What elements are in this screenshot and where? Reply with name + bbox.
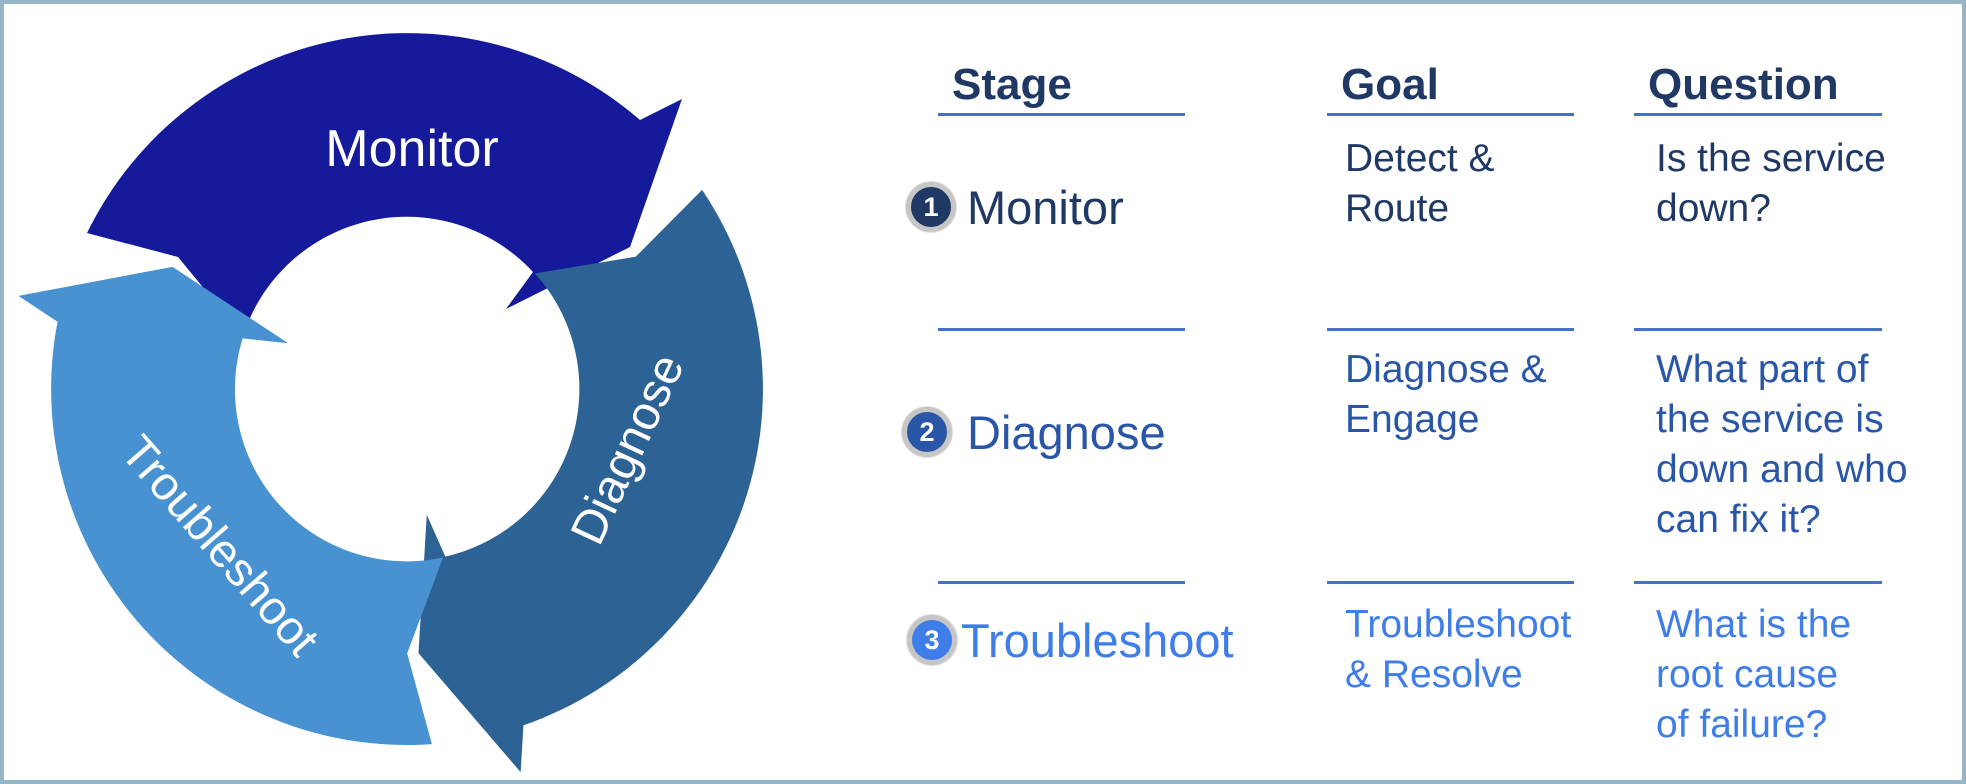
stage-cell-diagnose: 2 Diagnose <box>902 404 1166 460</box>
stage-name: Diagnose <box>967 405 1166 459</box>
stage-number-badge: 2 <box>902 407 952 457</box>
question-cell: What is the root cause of failure? <box>1656 603 1852 746</box>
row-divider <box>1327 328 1574 331</box>
stage-cell-troubleshoot: 3 Troubleshoot <box>907 612 1234 668</box>
column-header-stage: Stage <box>938 60 1185 116</box>
stage-name: Monitor <box>967 180 1124 234</box>
question-cell: Is the service down? <box>1656 137 1886 230</box>
row-divider <box>938 581 1185 584</box>
row-divider <box>1634 581 1882 584</box>
cycle-label-monitor: Monitor <box>325 120 498 178</box>
row-divider <box>1327 581 1574 584</box>
row-divider <box>938 328 1185 331</box>
row-divider <box>1634 328 1882 331</box>
question-cell: What part of the service is down and who… <box>1656 348 1908 541</box>
cycle-diagram: Monitor Diagnose Troubleshoot <box>4 33 814 780</box>
goal-cell: Troubleshoot & Resolve <box>1345 603 1572 696</box>
goal-cell: Detect & Route <box>1345 137 1495 230</box>
stage-cell-monitor: 1 Monitor <box>906 179 1124 235</box>
stage-number-badge: 1 <box>906 182 956 232</box>
column-header-question: Question <box>1634 60 1882 116</box>
stage-number-badge: 3 <box>907 615 957 665</box>
column-header-goal: Goal <box>1327 60 1574 116</box>
goal-cell: Diagnose & Engage <box>1345 348 1547 441</box>
stage-name: Troubleshoot <box>961 613 1234 667</box>
